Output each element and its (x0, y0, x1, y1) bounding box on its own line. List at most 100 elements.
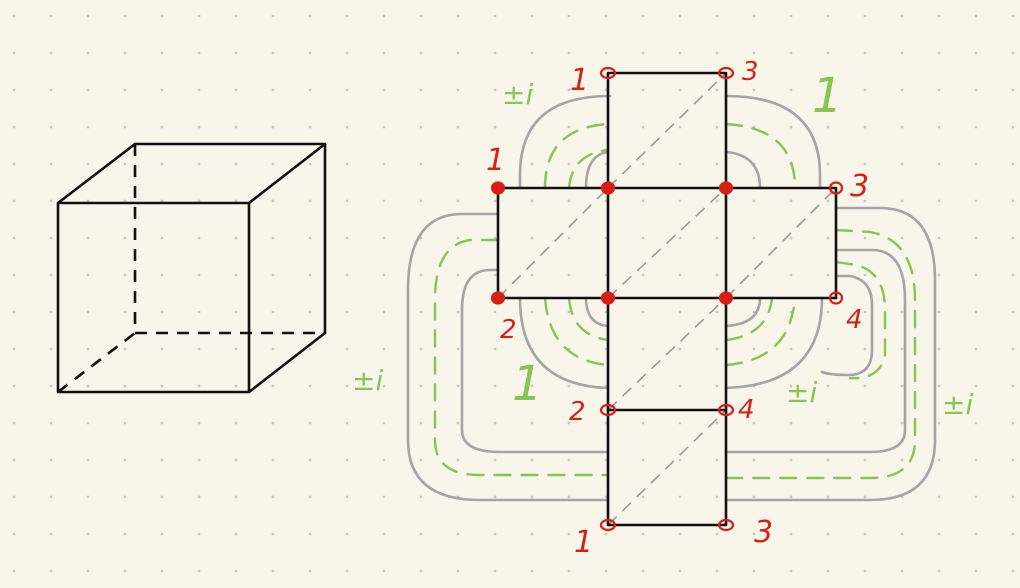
grid-dot (419, 310, 423, 314)
grid-dot (937, 421, 941, 425)
loop-inner-right-b (820, 274, 874, 377)
grid-dot (826, 421, 830, 425)
grid-dot (456, 347, 460, 351)
grid-dot (123, 384, 127, 388)
grid-dot (752, 51, 756, 55)
grid-dot (1011, 532, 1015, 536)
loop-middle-left (460, 268, 610, 454)
grid-dot (271, 569, 275, 573)
grid-dot (826, 199, 830, 203)
grid-dot (1011, 347, 1015, 351)
grid-dot (493, 569, 497, 573)
grid-dot (234, 495, 238, 499)
grid-dot (382, 199, 386, 203)
grid-dot (271, 125, 275, 129)
grid-dot (900, 421, 904, 425)
grid-dot (12, 162, 16, 166)
grid-dot (604, 421, 608, 425)
grid-dot (641, 495, 645, 499)
grid-dot (567, 236, 571, 240)
grid-dot (789, 458, 793, 462)
loop-corner-tl (584, 150, 610, 190)
grid-dot (789, 495, 793, 499)
green-loop-outer-right (724, 228, 917, 480)
grid-dot (86, 125, 90, 129)
grid-dot (863, 458, 867, 462)
grid-dot (493, 273, 497, 277)
grid-dot (826, 347, 830, 351)
grid-dot (197, 495, 201, 499)
grid-dot (271, 384, 275, 388)
grid-dot (604, 569, 608, 573)
grid-dot (123, 569, 127, 573)
diagonal-center (607, 187, 727, 299)
grid-dot (197, 88, 201, 92)
grid-dot (49, 495, 53, 499)
grid-dot (12, 273, 16, 277)
grid-dot (271, 458, 275, 462)
grid-dot (234, 273, 238, 277)
grid-dot (160, 384, 164, 388)
grid-dot (789, 421, 793, 425)
grid-dot (234, 14, 238, 18)
green-loop-corner-br (724, 296, 774, 342)
grid-dot (308, 236, 312, 240)
cube-edge-top-right (247, 142, 327, 205)
green-loop-top-left (543, 122, 610, 190)
grid-dot (1011, 569, 1015, 573)
grid-dot (271, 347, 275, 351)
grid-dot (12, 458, 16, 462)
grid-dot (937, 310, 941, 314)
grid-dot (419, 14, 423, 18)
grid-dot (197, 532, 201, 536)
grid-dot (715, 88, 719, 92)
grid-dot (271, 199, 275, 203)
grid-dot (678, 347, 682, 351)
grid-dot (271, 310, 275, 314)
grid-dot (49, 384, 53, 388)
grid-dot (826, 569, 830, 573)
grid-dot (86, 14, 90, 18)
grid-dot (863, 347, 867, 351)
grid-dot (345, 532, 349, 536)
grid-dot (530, 495, 534, 499)
grid-dot (197, 14, 201, 18)
green-loop-top-right (724, 122, 797, 190)
annotation-pm-i-top: ±i (502, 78, 533, 111)
grid-dot (493, 532, 497, 536)
grid-dot (345, 421, 349, 425)
grid-dot (974, 51, 978, 55)
grid-dot (86, 51, 90, 55)
grid-dot (567, 125, 571, 129)
vertex-lower-right (717, 403, 735, 417)
grid-dot (937, 14, 941, 18)
loop-corner-tr (724, 150, 762, 190)
grid-dot (160, 569, 164, 573)
grid-dot (12, 532, 16, 536)
grid-dot (863, 569, 867, 573)
grid-dot (419, 384, 423, 388)
grid-dot (863, 421, 867, 425)
green-loop-inner-left (543, 296, 610, 367)
grid-dot (863, 532, 867, 536)
grid-dot (900, 569, 904, 573)
grid-dot (382, 88, 386, 92)
loop-corner-bl (584, 296, 610, 328)
grid-dot (678, 384, 682, 388)
label-mid-left: 2 (569, 397, 586, 427)
grid-dot (604, 532, 608, 536)
grid-dot (456, 88, 460, 92)
loop-inner-left (518, 296, 610, 390)
grid-dot (974, 569, 978, 573)
grid-dot (197, 273, 201, 277)
grid-dot (937, 569, 941, 573)
grid-dot (49, 88, 53, 92)
grid-dot (937, 532, 941, 536)
grid-dot (900, 532, 904, 536)
grid-dot (271, 495, 275, 499)
annotation-pm-i-left: ±i (352, 364, 383, 397)
label-row1-left: 1 (486, 143, 505, 178)
vertex-bottom-right (717, 518, 735, 532)
grid-dot (715, 273, 719, 277)
grid-dot (160, 421, 164, 425)
